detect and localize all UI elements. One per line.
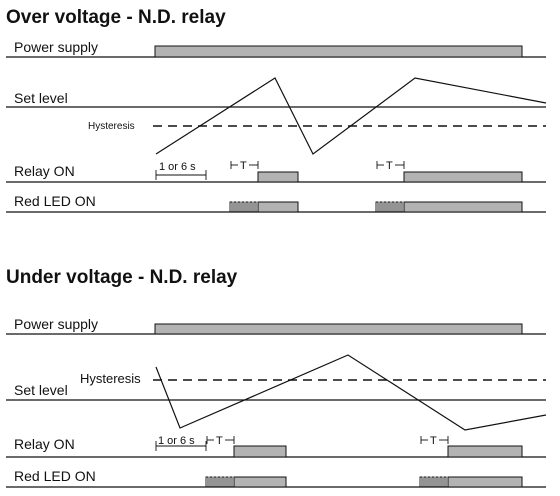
over-red-led-label: Red LED ON (14, 193, 96, 209)
over-power-supply-bar (154, 45, 523, 58)
under-power-supply-bar (154, 323, 523, 335)
over-set-level-label: Set level (14, 90, 68, 106)
over-t-label-2: T (386, 160, 393, 172)
over-relay-bar-1 (257, 171, 299, 183)
over-led-blink-1 (229, 201, 257, 212)
under-relay-bar-2 (447, 445, 523, 458)
under-set-level-label: Set level (14, 382, 68, 398)
over-relay-bar-2 (403, 171, 523, 183)
under-t-marker-2 (420, 436, 449, 444)
over-delay-label: 1 or 6 s (159, 161, 196, 173)
under-led-blink-2 (419, 476, 447, 487)
under-voltage-waveform (155, 354, 547, 431)
under-hysteresis-label: Hysteresis (80, 371, 141, 386)
over-t-marker-2 (376, 161, 405, 169)
under-led-bar-1 (233, 476, 287, 488)
under-led-blink-1 (205, 476, 233, 487)
under-delay-label: 1 or 6 s (158, 435, 195, 447)
over-delay-marker (155, 170, 207, 180)
over-led-bar-1 (257, 201, 299, 213)
under-delay-marker (155, 441, 207, 451)
over-t-label-1: T (240, 160, 247, 172)
under-t-label-2: T (430, 435, 437, 447)
over-relay-on-label: Relay ON (14, 163, 75, 179)
under-relay-on-label: Relay ON (14, 436, 75, 452)
over-hysteresis-label: Hysteresis (88, 121, 135, 132)
over-led-blink-2 (375, 201, 403, 212)
over-t-marker-1 (230, 161, 259, 169)
under-t-marker-1 (206, 436, 235, 444)
under-voltage-title: Under voltage - N.D. relay (6, 267, 238, 288)
under-relay-bar-1 (233, 445, 287, 458)
under-red-led-label: Red LED ON (14, 468, 96, 484)
over-power-supply-label: Power supply (14, 39, 98, 55)
over-voltage-title: Over voltage - N.D. relay (6, 7, 226, 28)
over-voltage-waveform (155, 77, 547, 155)
under-led-bar-2 (447, 476, 523, 488)
under-t-label-1: T (216, 435, 223, 447)
over-led-bar-2 (403, 201, 523, 213)
under-power-supply-label: Power supply (14, 316, 98, 332)
